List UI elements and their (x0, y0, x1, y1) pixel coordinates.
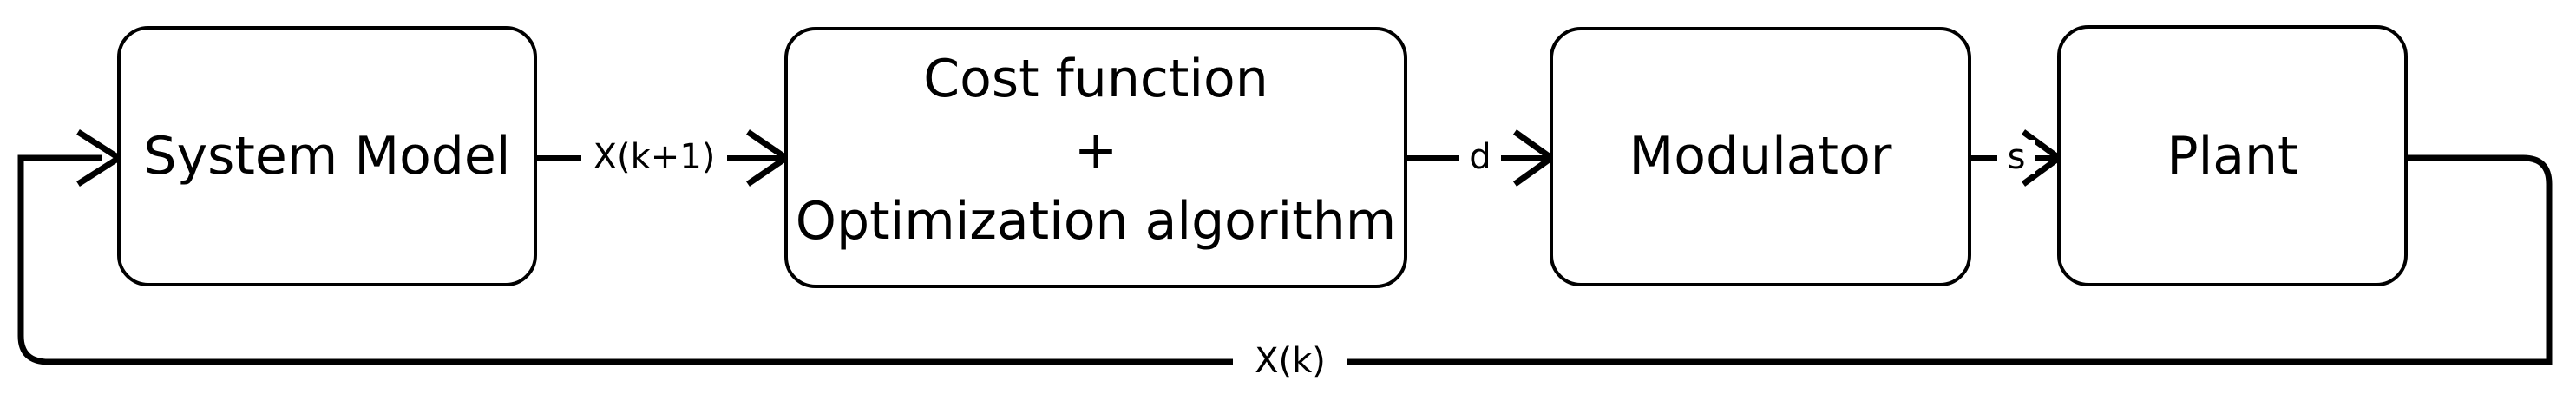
signal-label-x-k: X(k) (1233, 344, 1347, 378)
block-modulator[interactable] (1550, 27, 1971, 286)
signal-label-x-k-plus-1: X(k+1) (581, 140, 727, 174)
signal-label-s: s (1997, 140, 2035, 174)
block-system-model[interactable] (117, 26, 537, 286)
signal-label-d: d (1459, 140, 1501, 174)
block-label-cost-optimization: Cost function + Optimization algorithm (786, 49, 1406, 252)
optimization-algorithm-line: Optimization algorithm (795, 191, 1397, 252)
plus-sign-line: + (1073, 120, 1118, 181)
block-cost-optimization[interactable] (784, 27, 1407, 288)
block-plant[interactable] (2057, 25, 2408, 286)
cost-function-line: Cost function (923, 49, 1268, 109)
